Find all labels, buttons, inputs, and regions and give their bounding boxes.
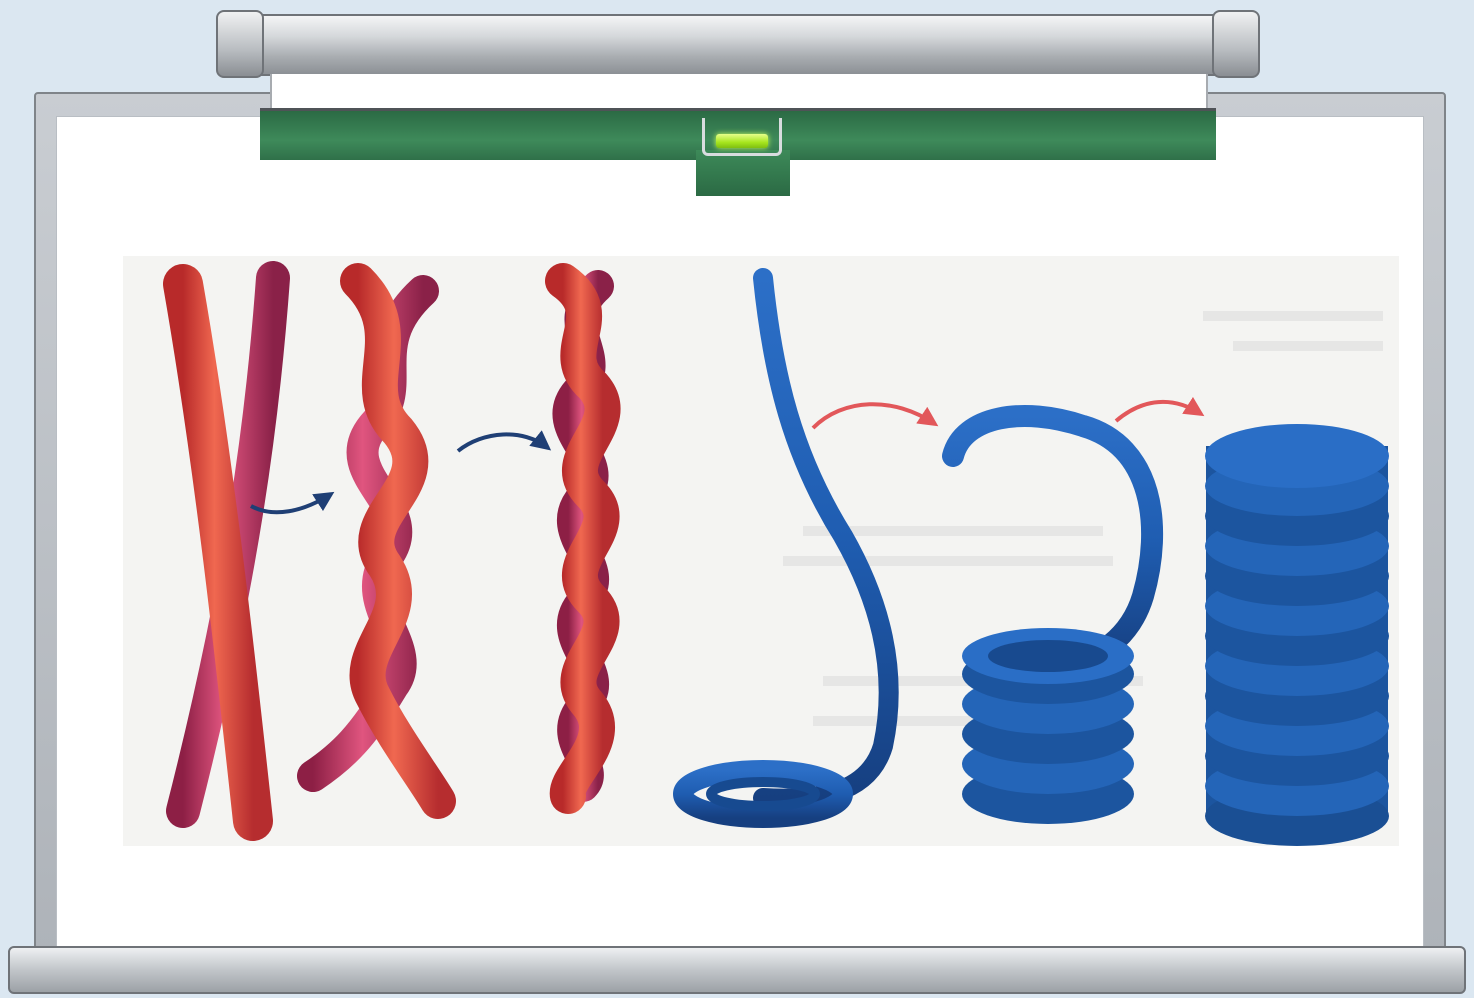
pull-tab[interactable] (696, 150, 790, 196)
arrow-3-icon (813, 404, 935, 428)
chromosome-coiling-illustration (123, 256, 1399, 846)
roller-left-cap (216, 10, 264, 78)
screen-bottom-bar (8, 946, 1466, 994)
arrow-4-icon (1116, 402, 1201, 421)
fully-coiled-strand-icon (1205, 424, 1389, 846)
indicator-light-icon (716, 134, 768, 148)
unwound-strand-icon (683, 278, 889, 818)
screen-sheet-top (270, 74, 1208, 110)
tight-twisted-strands-icon (563, 281, 603, 796)
crossed-strands-icon (183, 278, 273, 821)
partially-coiled-strand-icon (953, 416, 1152, 824)
arrow-2-icon (458, 434, 548, 451)
roller-right-cap (1212, 10, 1260, 78)
screen-roller (220, 14, 1258, 76)
twisted-strands-icon (313, 281, 438, 801)
illustration-canvas (123, 256, 1399, 846)
